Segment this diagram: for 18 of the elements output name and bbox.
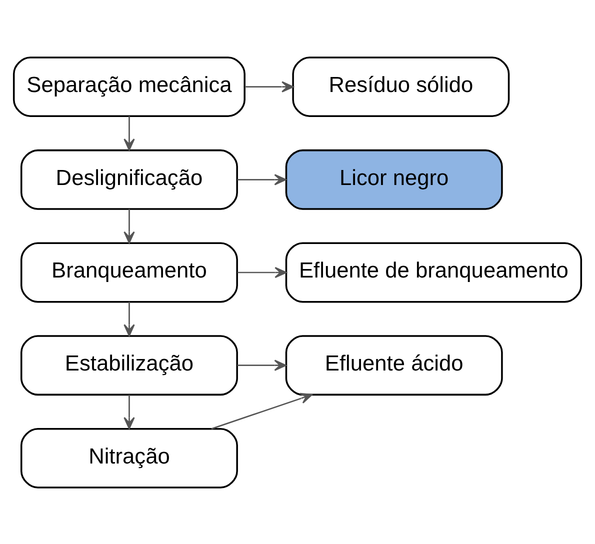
node-box: Branqueamento [20, 242, 238, 302]
arrow [237, 359, 286, 370]
arrow [237, 266, 287, 278]
node-box: Efluente de branqueamento [285, 242, 582, 302]
node-box: Licor negro [285, 148, 503, 210]
arrow [124, 301, 135, 336]
arrow [237, 174, 286, 185]
arrow [124, 116, 135, 150]
node-box: Separação mecânica [12, 56, 246, 117]
node-box: Resíduo sólido [292, 56, 510, 117]
node-box: Estabilização [20, 334, 238, 396]
node-box: Efluente ácido [285, 334, 503, 396]
node-box: Deslignificação [20, 148, 238, 210]
arrow [211, 392, 312, 429]
arrow [124, 394, 135, 429]
arrow [124, 208, 135, 243]
node-box: Nitração [20, 427, 238, 488]
arrow [244, 80, 294, 92]
